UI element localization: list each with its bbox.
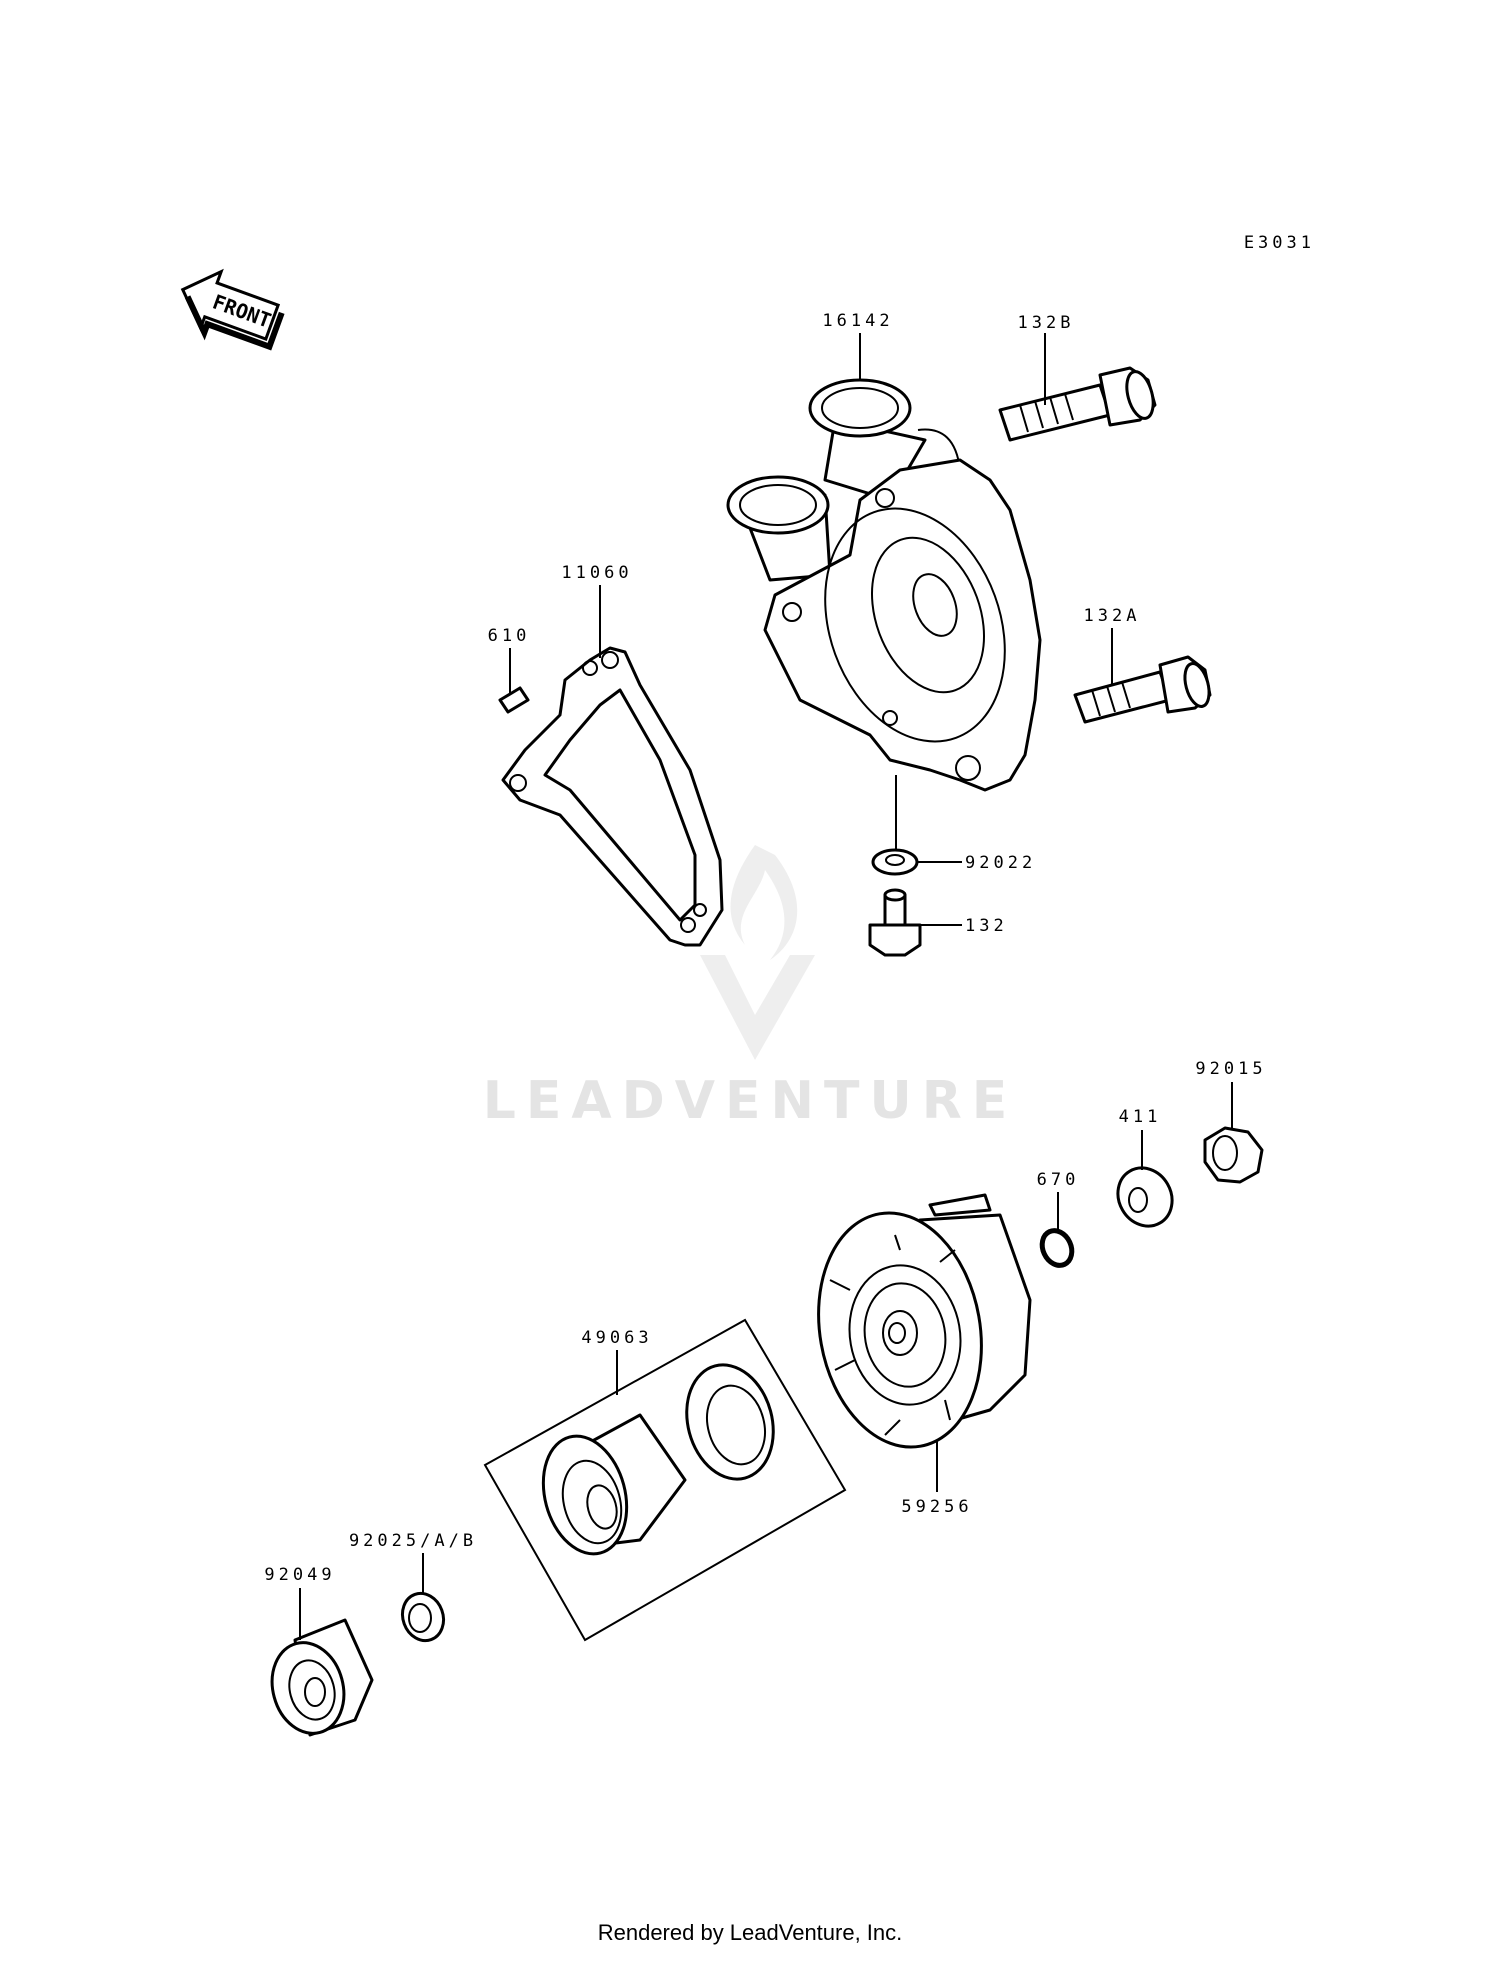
washer-411: [1116, 1166, 1174, 1228]
label-92022: 92022: [965, 853, 1036, 873]
water-pump-cover: [726, 378, 1042, 792]
label-132a: 132A: [1084, 606, 1141, 626]
label-92025: 92025/A/B: [349, 1531, 477, 1551]
impeller-59256: [817, 1193, 1032, 1449]
bolt-132b: [998, 366, 1157, 442]
bolt-132a: [1073, 655, 1212, 724]
label-49063: 49063: [581, 1328, 652, 1348]
label-11060: 11060: [561, 563, 632, 583]
label-610: 610: [488, 626, 531, 646]
label-670: 670: [1037, 1170, 1080, 1190]
footer-credit: Rendered by LeadVenture, Inc.: [597, 1920, 903, 1945]
part-labels: 16142 132B 132A 11060 610 92022 132 9201…: [264, 311, 1266, 1585]
gasket-11060: [501, 646, 724, 947]
leader-lines: [299, 333, 1233, 1640]
nut-92015: [1203, 1126, 1264, 1184]
oil-seal-92025: [400, 1591, 446, 1643]
seal-kit-49063: [483, 1318, 847, 1642]
label-16142: 16142: [822, 311, 893, 331]
label-132: 132: [965, 916, 1008, 936]
front-arrow-icon: FRONT: [180, 268, 285, 351]
watermark-text: LEADVENTURE: [483, 1071, 1018, 1131]
label-411: 411: [1119, 1107, 1162, 1127]
label-92049: 92049: [264, 1565, 335, 1585]
label-92015: 92015: [1195, 1059, 1266, 1079]
washer-92022: [871, 848, 919, 876]
label-132b: 132B: [1018, 313, 1075, 333]
drain-bolt-132: [868, 888, 922, 957]
label-59256: 59256: [901, 1497, 972, 1517]
o-ring-670: [1039, 1228, 1075, 1268]
watermark: LEADVENTURE: [483, 845, 1018, 1131]
bearing-92049: [270, 1618, 374, 1737]
pin-610: [498, 686, 530, 714]
watermark-logo: [700, 845, 815, 1060]
diagram-code: E3031: [1244, 233, 1315, 253]
